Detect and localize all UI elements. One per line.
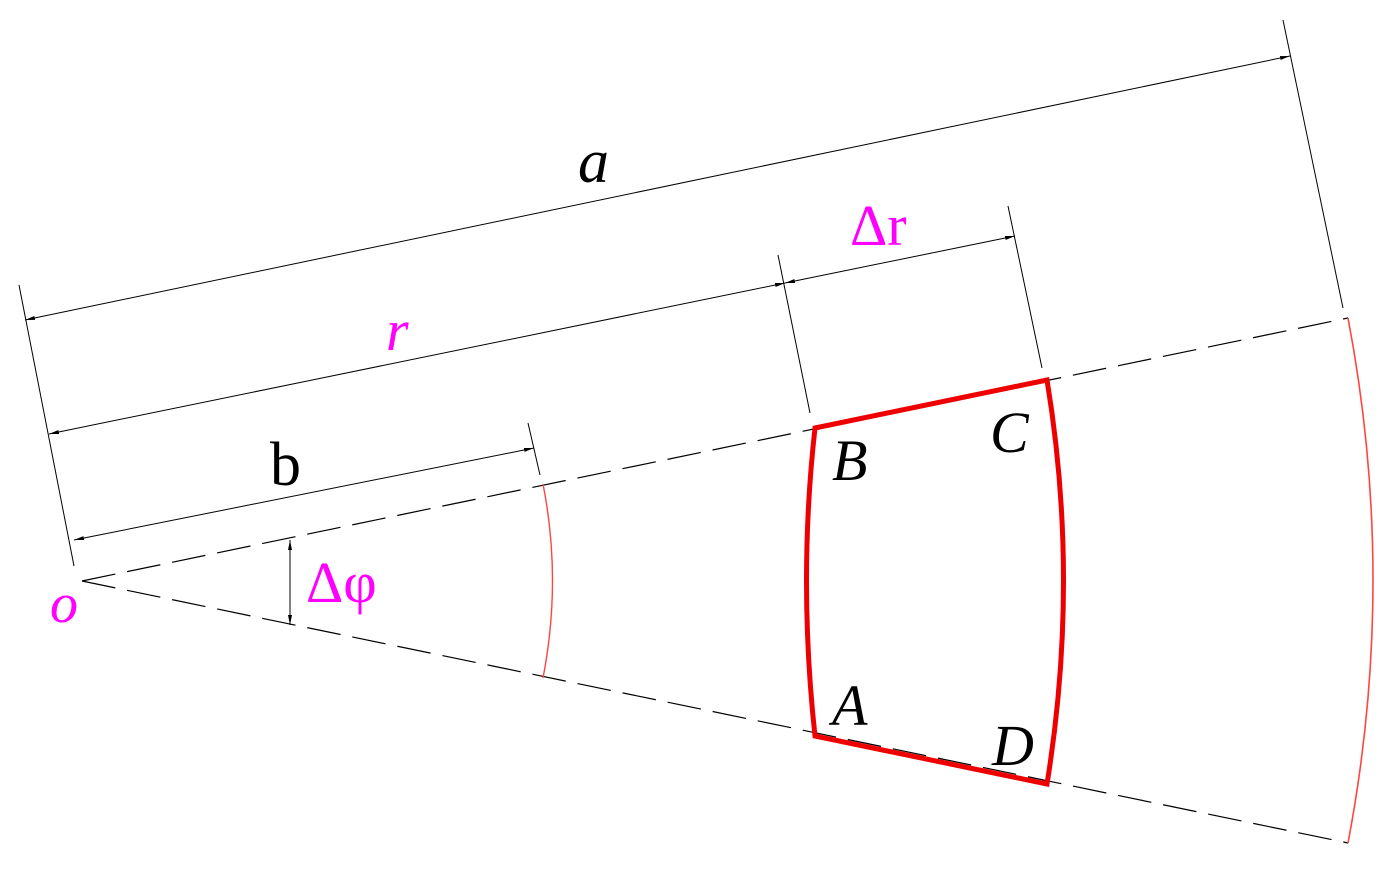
- label-corner-a: A: [828, 673, 868, 738]
- element-abcd: [804, 377, 1066, 787]
- lower-radial-dashed-line: [81, 580, 1349, 844]
- label-corner-c: C: [990, 400, 1030, 465]
- label-corner-d: D: [991, 713, 1034, 778]
- inner-arc-b: [542, 483, 554, 679]
- dimension-line-r: [48, 282, 786, 435]
- outer-arc-a: [1347, 317, 1374, 844]
- label-r: r: [386, 298, 409, 363]
- label-b: b: [270, 431, 301, 499]
- extension-line-outer: [1282, 19, 1344, 309]
- label-delta-r: Δr: [850, 193, 907, 258]
- label-delta-phi: Δφ: [306, 550, 377, 615]
- extension-line-origin: [18, 284, 75, 567]
- label-origin: o: [50, 573, 78, 635]
- dimension-line-delta-r: [784, 235, 1016, 284]
- dimension-line-a: [24, 55, 1291, 321]
- label-a: a: [578, 128, 609, 196]
- dimension-line-b: [73, 447, 535, 541]
- label-corner-b: B: [832, 428, 867, 493]
- extension-line-c-corner: [1007, 205, 1043, 369]
